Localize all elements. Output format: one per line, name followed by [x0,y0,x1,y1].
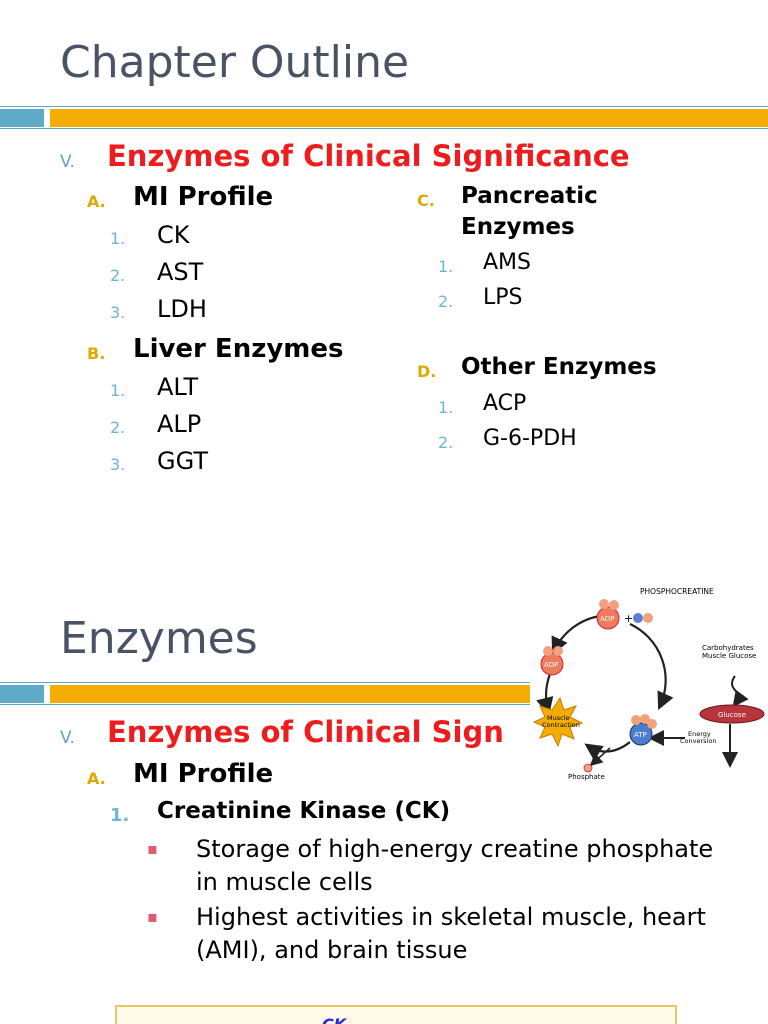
muscle-label: Muscle [547,714,570,722]
atp-molecule [629,722,653,746]
bullet-text: Storage of high-energy creatine phosphat… [196,835,714,896]
section-heading: Enzymes of Clinical Sign [107,715,504,749]
ck-callout-text: CK [322,1015,346,1024]
list-item: GGT [157,447,208,475]
group-a-label: MI Profile [133,182,274,212]
list-number: 1. [438,398,454,417]
title-divider-line [0,106,768,107]
slide-chapter-outline: Chapter Outline V. Enzymes of Clinical S… [0,37,768,475]
energy-label: Energy [688,730,711,738]
ck-callout-box: CK [115,1005,677,1024]
title-divider-line [0,682,530,683]
list-number: 2. [438,292,454,311]
list-number: 2. [110,266,126,285]
list-item: LDH [157,295,207,323]
section-heading: Enzymes of Clinical Significance [107,139,630,173]
list-number: 1. [438,257,454,276]
list-item: AST [157,258,204,286]
list-item: ALT [157,373,199,401]
carbohydrates-label: Carbohydrates [702,644,754,652]
phosphate-arrow [589,747,611,767]
phosphate-molecule [583,763,593,773]
phosphocreatine-cycle-diagram: ADP + PHOSPHOCREATINE ADP Carbohydrates … [530,586,768,798]
title-divider-line-bottom [0,128,768,129]
list-number: 1. [110,229,126,248]
list-item: ACP [483,391,527,416]
group-c-label-line2: Enzymes [461,214,575,240]
title-divider-blue [0,109,44,127]
adp-left-label: ADP [544,661,558,669]
svg-text:+: + [624,612,633,625]
group-b-label: Liver Enzymes [133,334,344,364]
conversion-label: Conversion [680,737,716,745]
list-number: 1. [110,805,130,826]
slide-title: Chapter Outline [60,37,410,88]
phosphate-label: Phosphate [568,773,605,781]
title-divider-gold [50,109,768,127]
list-number: 3. [110,455,126,474]
bullet-marker: ▪ [147,907,158,926]
glucose-ellipse [699,704,765,724]
cycle-arrow-bottom [584,741,631,761]
title-divider-blue [0,685,44,703]
group-c-label-line1: Pancreatic [461,183,598,209]
group-d-marker: D. [417,362,437,381]
list-item: G-6-PDH [483,426,577,451]
adp-top-label: ADP [600,615,614,623]
list-item: ALP [157,410,202,438]
group-a-marker: A. [87,769,106,788]
title-divider-line-bottom [0,704,530,705]
slide-title: Enzymes [60,613,258,664]
section-marker: V. [60,728,75,748]
phosphocreatine-label: PHOSPHOCREATINE [640,587,714,596]
muscle-contraction-star [532,696,584,748]
list-number: 1. [110,381,126,400]
cycle-arrow-right [629,623,674,710]
list-item: CK [157,221,190,249]
cycle-arrow-top-left [551,614,601,655]
slide-enzymes: Enzymes V. Enzymes of Clinical Sign A. M… [0,576,768,1024]
cycle-arrow-left [536,673,554,716]
group-a-label: MI Profile [133,759,274,789]
title-divider-gold [50,685,530,703]
list-item: LPS [483,285,523,310]
muscle-glucose-label: Muscle Glucose [702,652,756,660]
group-d-label: Other Enzymes [461,354,657,380]
subitem-label: Creatinine Kinase (CK) [157,798,451,824]
list-number: 3. [110,303,126,322]
contraction-label: Contraction [542,721,580,729]
atp-label: ATP [634,731,647,739]
bullet-marker: ▪ [147,839,158,858]
group-a-marker: A. [87,192,106,211]
list-number: 2. [110,418,126,437]
glucose-label: Glucose [718,711,746,719]
list-number: 2. [438,433,454,452]
bullet-text: Highest activities in skeletal muscle, h… [196,903,706,964]
list-item: AMS [483,250,531,275]
group-c-marker: C. [417,191,435,210]
section-marker: V. [60,152,75,172]
glucose-arrow [731,675,749,708]
group-b-marker: B. [87,344,106,363]
